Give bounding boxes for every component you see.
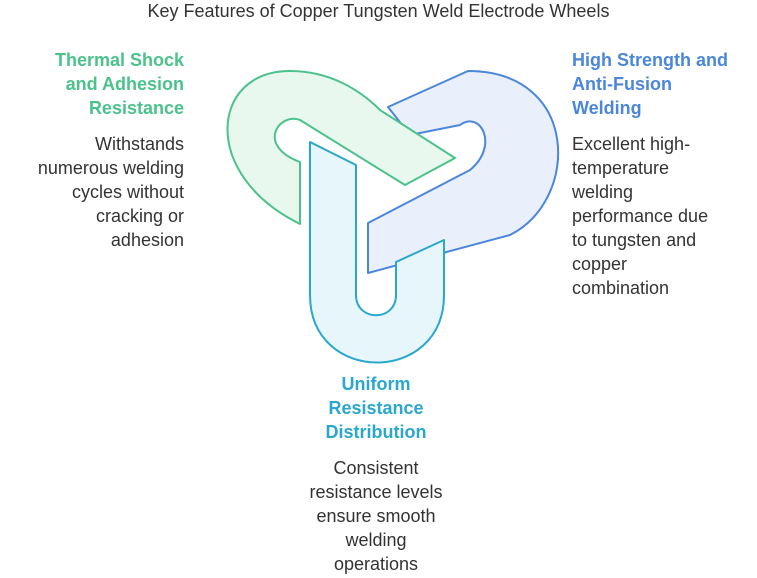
cyan-loop xyxy=(309,141,445,364)
feature-body-high-strength: Excellent high- temperature welding perf… xyxy=(572,134,709,298)
green-loop xyxy=(226,70,456,225)
feature-heading-thermal-shock: Thermal Shock and Adhesion Resistance xyxy=(54,50,184,118)
diagram-title: Key Features of Copper Tungsten Weld Ele… xyxy=(147,1,610,21)
feature-body-thermal-shock: Withstands numerous welding cycles witho… xyxy=(37,134,184,250)
feature-heading-uniform-resistance: Uniform Resistance Distribution xyxy=(325,374,427,442)
blue-loop xyxy=(367,70,560,274)
feature-body-uniform-resistance: Consistent resistance levels ensure smoo… xyxy=(309,458,443,574)
feature-heading-high-strength: High Strength and Anti-Fusion Welding xyxy=(572,50,728,118)
